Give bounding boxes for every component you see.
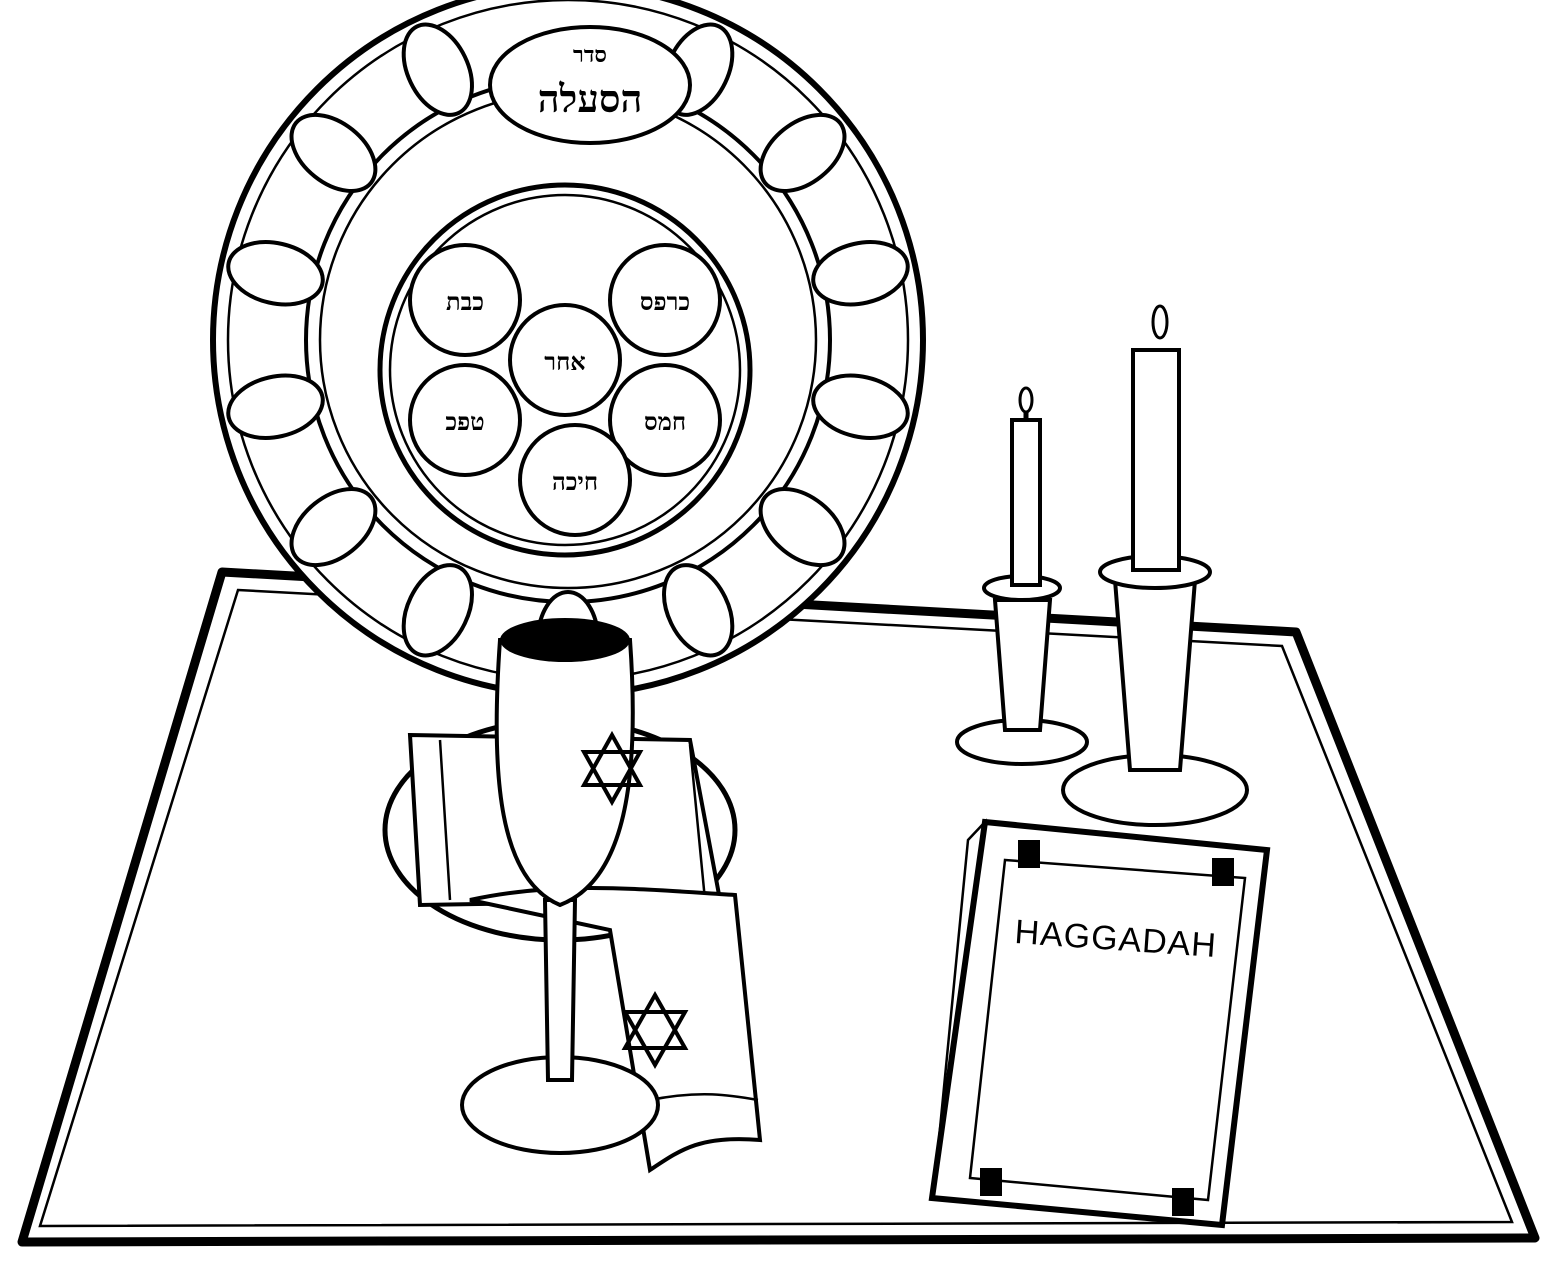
medallions: כרפס כבת אחר חמס טפכ חיכה <box>408 243 722 537</box>
medallion-text: חמס <box>644 407 686 436</box>
rim-cartouche <box>758 112 847 193</box>
candle-right <box>1131 348 1181 572</box>
candlesticks <box>955 304 1249 827</box>
rim-cartouche <box>289 487 378 568</box>
rim-cartouche <box>758 487 847 568</box>
medallion-text: כבת <box>446 287 484 316</box>
rim-cartouche <box>226 373 325 440</box>
medallion-text: טפכ <box>445 407 484 436</box>
rim-cartouche <box>811 373 910 440</box>
rim-cartouche <box>401 563 474 658</box>
seder-plate: סדר הסעלה כרפס כבת אחר חמס טפכ חיכה <box>210 0 926 698</box>
rim-cartouche <box>811 240 910 307</box>
rim-cartouche <box>289 112 378 193</box>
flame-icon <box>1018 386 1034 414</box>
rim-cartouche <box>226 240 325 307</box>
plate-title: הסעלה <box>538 76 643 121</box>
table <box>17 567 1540 1247</box>
medallion-text: כרפס <box>640 287 690 316</box>
flame-icon <box>1151 304 1169 340</box>
rim-cartouche <box>662 563 735 658</box>
haggadah-book: HAGGADAH <box>928 818 1271 1229</box>
kiddush-cup <box>460 618 660 1155</box>
candle-left <box>1010 418 1042 587</box>
medallion-text: חיכה <box>552 467 598 496</box>
plate-title-small: סדר <box>573 42 607 68</box>
medallion-text: אחר <box>544 347 585 376</box>
rim-cartouche <box>401 22 474 117</box>
